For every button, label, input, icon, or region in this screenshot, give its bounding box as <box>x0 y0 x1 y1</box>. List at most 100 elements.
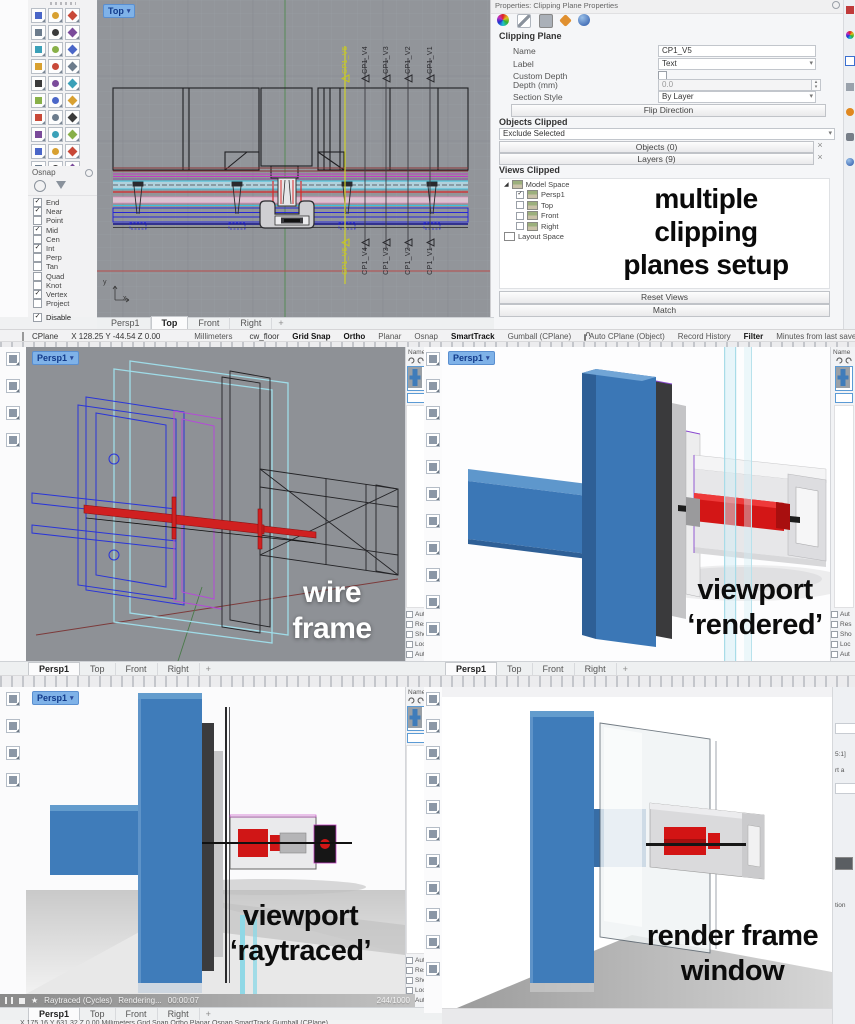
checkbox[interactable] <box>831 631 838 638</box>
star-icon[interactable]: ★ <box>31 996 39 1005</box>
panel-checkbox[interactable]: Sho <box>831 631 852 638</box>
tool-icon[interactable] <box>31 59 46 74</box>
checkbox[interactable]: ✓ <box>33 225 42 235</box>
stop-icon[interactable] <box>19 997 25 1004</box>
viewport-title-menu[interactable]: Persp1 ▾ <box>32 351 79 365</box>
checkbox[interactable] <box>516 211 524 220</box>
osnap-item-near[interactable]: ✓Near <box>28 207 97 217</box>
tool-icon[interactable] <box>31 76 46 91</box>
panel-checkbox[interactable]: Res <box>406 967 425 974</box>
checkbox[interactable] <box>33 253 42 263</box>
tool-icon[interactable] <box>65 59 80 74</box>
viewport-tab-front[interactable]: Front <box>116 1008 158 1021</box>
tool-icon[interactable] <box>31 8 46 23</box>
panel-checkbox[interactable]: Aut <box>406 957 425 964</box>
clip-name-field[interactable] <box>658 45 816 57</box>
checkbox[interactable]: ✓ <box>33 207 42 217</box>
tool-icon[interactable] <box>6 746 20 760</box>
tool-icon[interactable] <box>426 719 440 733</box>
checkbox[interactable]: ✓ <box>33 198 42 208</box>
label-select[interactable]: Text <box>658 58 816 70</box>
panel-checkbox[interactable]: Aut <box>406 651 425 658</box>
viewport-tab-right[interactable]: Right <box>575 663 617 676</box>
tool-icon[interactable] <box>48 76 63 91</box>
osnap-item-knot[interactable]: Knot <box>28 280 97 290</box>
panel-checkbox[interactable]: Aut <box>831 611 852 618</box>
tool-icon[interactable] <box>31 144 46 159</box>
viewport-tab-top[interactable]: Top <box>80 663 116 676</box>
checkbox[interactable] <box>33 234 42 244</box>
tool-icon[interactable] <box>6 719 20 733</box>
status-toggle-record-history[interactable]: Record History <box>677 331 731 341</box>
tool-icon[interactable] <box>6 433 20 447</box>
panel-checkbox[interactable]: Res <box>406 621 425 628</box>
match-button[interactable]: Match <box>499 304 830 317</box>
camera-tab-icon[interactable] <box>846 133 854 141</box>
clip-plane-flag-cp1_v4[interactable]: CP1_V4 <box>354 238 376 275</box>
tool-icon[interactable] <box>65 42 80 57</box>
status-toggle-gumball-cplane-[interactable]: Gumball (CPlane) <box>507 331 572 341</box>
clear-objects-icon[interactable]: × <box>817 140 823 150</box>
tool-icon[interactable] <box>65 76 80 91</box>
material-icon[interactable] <box>578 14 590 26</box>
viewport-title-menu[interactable]: Persp1 ▾ <box>448 351 495 365</box>
reset-views-button[interactable]: Reset Views <box>499 291 830 304</box>
panel-checkbox[interactable]: Aut <box>406 611 425 618</box>
section-style-select[interactable]: By Layer <box>658 91 816 103</box>
tool-icon[interactable] <box>426 908 440 922</box>
new-viewport-tab-icon[interactable]: + <box>205 1009 211 1019</box>
match-properties-icon[interactable] <box>517 14 531 28</box>
tool-icon[interactable] <box>31 42 46 57</box>
tool-icon[interactable] <box>31 110 46 125</box>
checkbox[interactable] <box>406 967 413 974</box>
status-toggle-auto-cplane-object-[interactable]: Auto CPlane (Object) <box>589 331 665 341</box>
panel-checkbox[interactable]: Loc <box>406 641 425 648</box>
status-toggle-planar[interactable]: Planar <box>378 331 402 341</box>
exclude-selected-select[interactable]: Exclude Selected <box>499 128 835 140</box>
tool-icon[interactable] <box>426 595 440 609</box>
checkbox[interactable]: ✓ <box>33 289 42 299</box>
clip-plane-flag-cp1_v2[interactable]: CP1_V2 <box>397 46 419 83</box>
named-view-empty-slot[interactable] <box>834 393 853 403</box>
checkbox[interactable] <box>406 641 413 648</box>
clip-plane-flag-cp1_v3[interactable]: CP1_V3 <box>375 46 397 83</box>
named-view-thumbnail[interactable] <box>406 366 425 391</box>
checkbox[interactable] <box>831 621 838 628</box>
object-properties-icon[interactable] <box>497 14 509 26</box>
checkbox[interactable] <box>33 216 42 226</box>
tool-icon[interactable] <box>48 8 63 23</box>
tool-icon[interactable] <box>426 568 440 582</box>
viewport-tab-top[interactable]: Top <box>497 663 533 676</box>
new-viewport-tab-icon[interactable]: + <box>622 664 628 674</box>
tool-icon[interactable] <box>48 127 63 142</box>
clip-plane-flag-cp1_v1[interactable]: CP1_V1 <box>419 238 441 275</box>
tool-icon[interactable] <box>426 827 440 841</box>
status-toggle-smarttrack[interactable]: SmartTrack <box>451 331 495 341</box>
clip-plane-flag-cp1_v5[interactable]: CP1_V5 <box>334 238 356 275</box>
help-tab-icon[interactable] <box>846 83 854 91</box>
named-views-list[interactable] <box>833 405 854 608</box>
named-view-thumbnail[interactable] <box>834 366 853 391</box>
viewport-tab-persp1[interactable]: Persp1 <box>445 662 498 676</box>
viewport-tab-front[interactable]: Front <box>188 317 231 330</box>
tool-icon[interactable] <box>65 25 80 40</box>
views-tree-item-persp1[interactable]: ✓Persp1 <box>500 190 829 201</box>
panel-checkbox[interactable]: Res <box>831 621 852 628</box>
tool-icon[interactable] <box>426 854 440 868</box>
layers-tab-icon[interactable] <box>845 56 855 66</box>
osnap-item-cen[interactable]: Cen <box>28 234 97 244</box>
rendered-canvas[interactable] <box>442 347 830 661</box>
viewport-tab-persp1[interactable]: Persp1 <box>101 317 151 330</box>
panel-checkbox[interactable]: Sho <box>406 977 425 984</box>
osnap-item-point[interactable]: Point <box>28 216 97 226</box>
checkbox[interactable] <box>831 641 838 648</box>
viewport-tab-persp1[interactable]: Persp1 <box>28 662 81 676</box>
tool-icon[interactable] <box>65 8 80 23</box>
osnap-item-vertex[interactable]: ✓Vertex <box>28 289 97 299</box>
tool-icon[interactable] <box>48 93 63 108</box>
clip-plane-flag-cp1_v2[interactable]: CP1_V2 <box>397 238 419 275</box>
osnap-cursor-icon[interactable] <box>34 180 46 192</box>
viewport-tab-persp1[interactable]: Persp1 <box>28 1007 81 1021</box>
checkbox[interactable] <box>33 299 42 309</box>
checkbox[interactable] <box>406 611 413 618</box>
